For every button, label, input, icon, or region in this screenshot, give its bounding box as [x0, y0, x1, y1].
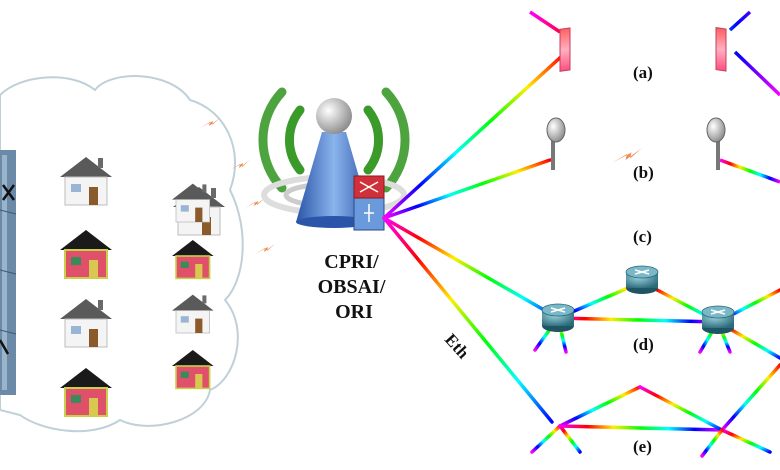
lightning-bolt-icon	[255, 244, 275, 254]
router-icon	[625, 265, 659, 295]
option-e-switches: (e)	[530, 363, 780, 458]
fso-mirror-icon	[559, 27, 571, 72]
lightning-bolt-icon	[245, 198, 265, 208]
protocol-line-obsai: OBSAI/	[318, 276, 386, 298]
option-a-fso: (a)	[529, 10, 780, 97]
building-icon	[0, 150, 17, 395]
protocol-line-ori: ORI	[335, 301, 373, 323]
option-b-label: (b)	[633, 163, 654, 182]
protocol-line-cpri: CPRI/	[324, 251, 379, 273]
option-b-microwave: (b)	[546, 117, 780, 184]
router-icon	[541, 303, 575, 333]
option-a-label: (a)	[633, 63, 653, 82]
protocol-label: CPRI/ OBSAI/ ORI	[318, 251, 391, 323]
eth-label: Eth	[441, 330, 473, 363]
lightning-bolt-icon	[612, 148, 642, 163]
radio-tower-icon	[296, 98, 372, 228]
microwave-dish-icon	[706, 117, 726, 170]
option-e-label: (e)	[633, 437, 652, 456]
microwave-dish-icon	[546, 117, 566, 170]
fronthaul-links	[382, 53, 780, 424]
option-c-label: (c)	[633, 227, 652, 246]
network-switch-icon	[353, 175, 385, 231]
router-icon	[701, 305, 735, 335]
fso-mirror-icon	[715, 27, 727, 72]
option-d-label: (d)	[633, 335, 654, 354]
option-d-routers: (d)	[533, 265, 780, 360]
coverage-cloud	[0, 75, 244, 433]
